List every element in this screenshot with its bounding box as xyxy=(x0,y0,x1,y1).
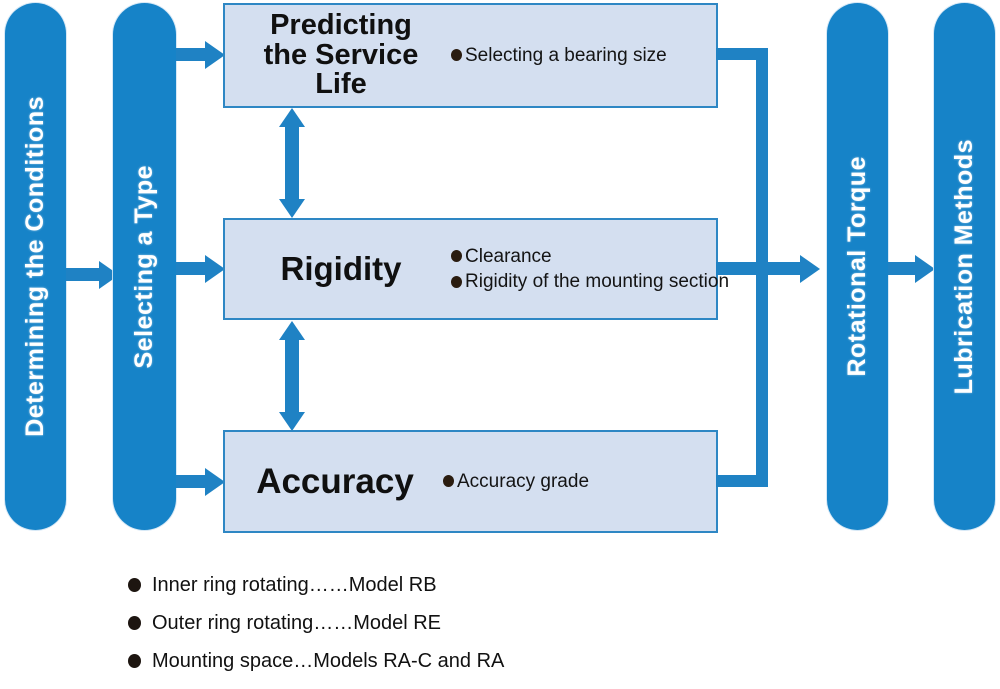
arrowhead-type-to-service-life xyxy=(205,41,225,69)
arrowhead-type-to-rigidity xyxy=(205,255,225,283)
bus-stub-from-accuracy xyxy=(716,475,768,487)
bullet-dot-icon xyxy=(443,475,454,488)
arrowhead-torque-to-lubrication xyxy=(915,255,935,283)
stage-pill-label: Rotational Torque xyxy=(843,156,871,377)
criteria-box-rigidity[interactable]: Rigidity Clearance Rigidity of the mount… xyxy=(223,218,729,320)
criteria-box-predicting-the-service-life[interactable]: Predicting the Service Life Selecting a … xyxy=(223,3,718,108)
bullet-dot-icon xyxy=(451,250,462,263)
criteria-bullet: Clearance xyxy=(451,244,729,269)
criteria-box-bullets: Selecting a bearing size xyxy=(447,43,710,68)
connector-type-to-rigidity-shaft xyxy=(176,262,208,275)
legend-item-label: Inner ring rotating……Model RB xyxy=(152,573,437,596)
arrowhead-up-servicelife-rigidity xyxy=(279,108,305,127)
stage-pill-label: Determining the Conditions xyxy=(21,96,49,437)
arrowhead-down-rigidity-accuracy xyxy=(279,412,305,431)
connector-conditions-to-type-shaft xyxy=(66,268,101,281)
criteria-bullet-label: Clearance xyxy=(465,245,552,267)
arrowhead-down-servicelife-rigidity xyxy=(279,199,305,218)
connector-servicelife-rigidity-shaft xyxy=(285,125,299,200)
bus-stub-from-service-life xyxy=(716,48,768,60)
bullet-dot-icon xyxy=(128,578,141,592)
criteria-box-bullets: Accuracy grade xyxy=(435,469,710,494)
bullet-dot-icon xyxy=(128,616,141,630)
bullet-dot-icon xyxy=(451,275,462,288)
legend-item-label: Mounting space…Models RA-C and RA xyxy=(152,649,505,672)
criteria-box-bullets: Clearance Rigidity of the mounting secti… xyxy=(447,244,729,294)
connector-type-to-service-life-shaft xyxy=(176,48,208,61)
stage-pill-rotational-torque[interactable]: Rotational Torque xyxy=(827,3,888,530)
stage-pill-label: Selecting a Type xyxy=(130,164,158,369)
criteria-bullet: Selecting a bearing size xyxy=(451,43,710,68)
stage-pill-lubrication-methods[interactable]: Lubrication Methods xyxy=(934,3,995,530)
criteria-bullet: Rigidity of the mounting section xyxy=(451,269,729,294)
legend: Inner ring rotating……Model RB Outer ring… xyxy=(128,566,504,680)
legend-item: Outer ring rotating……Model RE xyxy=(128,604,504,642)
stage-pill-label: Lubrication Methods xyxy=(950,138,978,395)
criteria-box-accuracy[interactable]: Accuracy Accuracy grade xyxy=(223,430,718,533)
connector-rigidity-accuracy-shaft xyxy=(285,338,299,413)
criteria-box-title: Predicting the Service Life xyxy=(263,9,419,101)
legend-item-label: Outer ring rotating……Model RE xyxy=(152,611,442,634)
criteria-bullet: Accuracy grade xyxy=(443,469,710,494)
criteria-box-title: Accuracy xyxy=(256,461,414,501)
criteria-bullet-label: Selecting a bearing size xyxy=(465,44,667,66)
arrowhead-type-to-accuracy xyxy=(205,468,225,496)
criteria-bullet-label: Accuracy grade xyxy=(457,470,590,492)
arrowhead-bus-to-torque xyxy=(800,255,820,283)
criteria-bullet-label: Rigidity of the mounting section xyxy=(465,271,730,292)
criteria-box-title: Rigidity xyxy=(280,250,402,288)
bullet-dot-icon xyxy=(128,654,141,668)
legend-item: Inner ring rotating……Model RB xyxy=(128,566,504,604)
connector-torque-to-lubrication-shaft xyxy=(888,262,918,275)
legend-item: Mounting space…Models RA-C and RA xyxy=(128,642,504,680)
connector-type-to-accuracy-shaft xyxy=(176,475,208,488)
bullet-dot-icon xyxy=(451,49,462,62)
arrowhead-up-rigidity-accuracy xyxy=(279,321,305,340)
stage-pill-determining-the-conditions[interactable]: Determining the Conditions xyxy=(5,3,66,530)
connector-bus-to-torque-shaft xyxy=(716,262,803,275)
stage-pill-selecting-a-type[interactable]: Selecting a Type xyxy=(113,3,176,530)
